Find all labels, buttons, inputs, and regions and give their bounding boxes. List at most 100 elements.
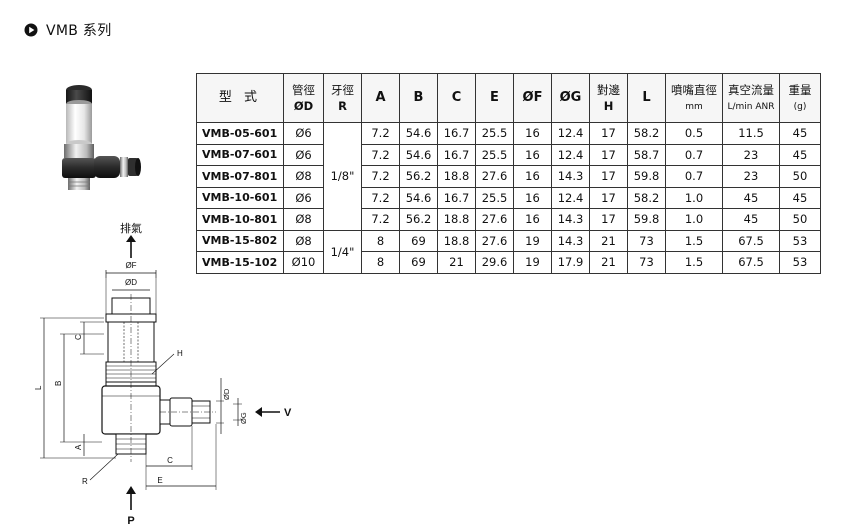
table-row: VMB-10-601 Ø6 7.2 54.6 16.7 25.5 16 12.4… <box>196 186 821 209</box>
dim-label-c2: C <box>167 456 173 465</box>
circle-play-icon <box>24 23 38 37</box>
cell-nozzle: 1.0 <box>665 186 723 209</box>
cell-tube-diameter: Ø6 <box>283 122 324 145</box>
cell-model: VMB-10-801 <box>196 208 284 231</box>
cell-b: 56.2 <box>399 208 438 231</box>
cell-f: 16 <box>513 165 552 188</box>
cell-l: 59.8 <box>627 208 666 231</box>
cell-model: VMB-15-102 <box>196 251 284 274</box>
cell-flow: 67.5 <box>722 229 780 252</box>
cell-c: 16.7 <box>437 186 476 209</box>
column-header-weight: 重量(g) <box>779 73 821 123</box>
cell-tube-diameter: Ø8 <box>283 229 324 252</box>
cell-nozzle: 0.7 <box>665 143 723 166</box>
column-header-b: B <box>399 73 438 123</box>
dim-label-e: E <box>157 476 162 485</box>
cell-l: 59.8 <box>627 165 666 188</box>
cell-g: 14.3 <box>551 208 590 231</box>
cell-flow: 45 <box>722 208 780 231</box>
cell-flow: 23 <box>722 165 780 188</box>
cell-weight: 45 <box>779 122 821 145</box>
cell-l: 58.7 <box>627 143 666 166</box>
cell-tube-diameter: Ø10 <box>283 251 324 274</box>
cell-e: 27.6 <box>475 165 514 188</box>
dim-label-h: H <box>177 349 183 358</box>
cell-a: 7.2 <box>361 208 400 231</box>
dim-label-c: C <box>74 334 83 340</box>
cell-nozzle: 1.5 <box>665 251 723 274</box>
vacuum-label: V <box>284 407 292 419</box>
cell-tube-diameter: Ø6 <box>283 186 324 209</box>
table-row: VMB-15-102 Ø10 8 69 21 29.6 19 17.9 21 7… <box>196 251 821 274</box>
column-header-l: L <box>627 73 666 123</box>
table-row: VMB-10-801 Ø8 7.2 56.2 18.8 27.6 16 14.3… <box>196 208 821 231</box>
cell-g: 12.4 <box>551 143 590 166</box>
cell-a: 7.2 <box>361 165 400 188</box>
table-row: VMB-07-601 Ø6 7.2 54.6 16.7 25.5 16 12.4… <box>196 143 821 166</box>
column-header-g: ØG <box>551 73 590 123</box>
cell-weight: 45 <box>779 186 821 209</box>
dim-label-d2: ØD <box>222 388 231 400</box>
cell-a: 7.2 <box>361 186 400 209</box>
cell-a: 7.2 <box>361 143 400 166</box>
cell-b: 54.6 <box>399 186 438 209</box>
table-row: VMB-05-601 Ø6 1/8" 7.2 54.6 16.7 25.5 16… <box>196 122 821 231</box>
cell-model: VMB-05-601 <box>196 122 284 145</box>
cell-c: 16.7 <box>437 122 476 145</box>
cell-hex: 17 <box>589 165 628 188</box>
cell-f: 19 <box>513 251 552 274</box>
cell-e: 25.5 <box>475 122 514 145</box>
cell-b: 56.2 <box>399 165 438 188</box>
dim-label-g: ØG <box>239 412 248 424</box>
cell-c: 21 <box>437 251 476 274</box>
section-title: VMB 系列 <box>24 20 112 40</box>
cell-weight: 53 <box>779 251 821 274</box>
cell-nozzle: 0.5 <box>665 122 723 145</box>
dim-label-f: ØF <box>125 261 136 270</box>
cell-l: 58.2 <box>627 186 666 209</box>
cell-c: 18.8 <box>437 165 476 188</box>
page-title: VMB 系列 <box>46 23 112 39</box>
cell-nozzle: 1.0 <box>665 208 723 231</box>
cell-b: 54.6 <box>399 122 438 145</box>
dim-label-r: R <box>82 477 88 486</box>
supply-label: P <box>127 515 134 527</box>
cell-thread: 1/8" <box>323 122 362 231</box>
cell-l: 58.2 <box>627 122 666 145</box>
cell-weight: 50 <box>779 208 821 231</box>
cell-g: 12.4 <box>551 186 590 209</box>
cell-e: 25.5 <box>475 143 514 166</box>
cell-tube-diameter: Ø6 <box>283 143 324 166</box>
table-row: VMB-07-801 Ø8 7.2 56.2 18.8 27.6 16 14.3… <box>196 165 821 188</box>
cell-g: 14.3 <box>551 229 590 252</box>
dim-label-l: L <box>34 385 43 390</box>
cell-tube-diameter: Ø8 <box>283 165 324 188</box>
cell-flow: 67.5 <box>722 251 780 274</box>
dimension-drawing: 排氣 ØF ØD H ØD ØG V <box>34 221 292 527</box>
product-photo <box>62 85 141 190</box>
exhaust-label: 排氣 <box>120 221 142 235</box>
cell-hex: 17 <box>589 122 628 145</box>
column-header-c: C <box>437 73 476 123</box>
cell-model: VMB-10-601 <box>196 186 284 209</box>
cell-c: 18.8 <box>437 229 476 252</box>
cell-b: 69 <box>399 229 438 252</box>
column-header-model: 型 式 <box>196 73 284 123</box>
cell-b: 69 <box>399 251 438 274</box>
cell-f: 19 <box>513 229 552 252</box>
cell-l: 73 <box>627 229 666 252</box>
cell-hex: 17 <box>589 208 628 231</box>
cell-model: VMB-15-802 <box>196 229 284 252</box>
cell-nozzle: 0.7 <box>665 165 723 188</box>
cell-weight: 50 <box>779 165 821 188</box>
cell-f: 16 <box>513 122 552 145</box>
dim-label-b: B <box>54 381 63 386</box>
cell-a: 8 <box>361 251 400 274</box>
